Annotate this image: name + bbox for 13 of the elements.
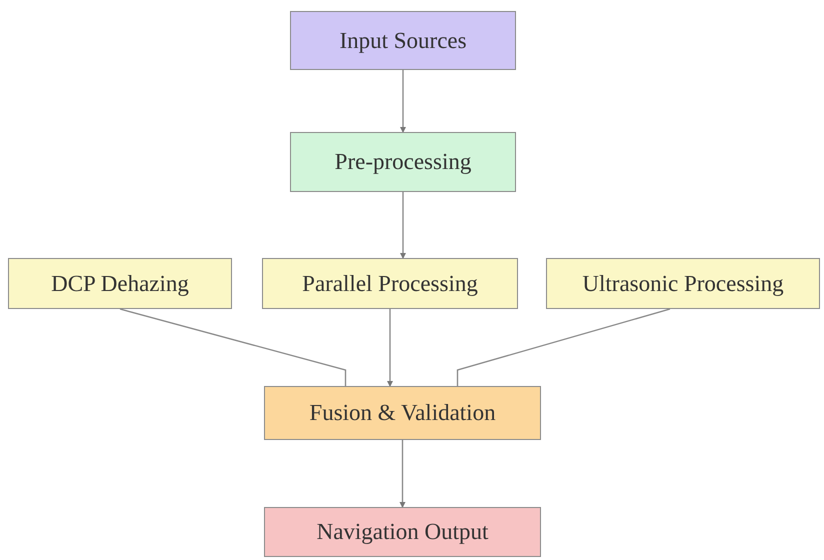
- process-box: Pre-processing: [290, 132, 516, 192]
- connector-line: [400, 192, 406, 259]
- process-box: Navigation Output: [264, 507, 541, 557]
- connector-line: [456, 308, 670, 386]
- process-box: Ultrasonic Processing: [546, 258, 820, 309]
- process-box: Fusion & Validation: [264, 386, 541, 440]
- process-box: Input Sources: [290, 11, 516, 70]
- connector-line: [120, 308, 346, 386]
- connector-line: [387, 309, 393, 387]
- process-box: DCP Dehazing: [8, 258, 232, 309]
- process-box: Parallel Processing: [262, 258, 518, 309]
- connector-line: [400, 440, 406, 508]
- connector-line: [400, 70, 406, 133]
